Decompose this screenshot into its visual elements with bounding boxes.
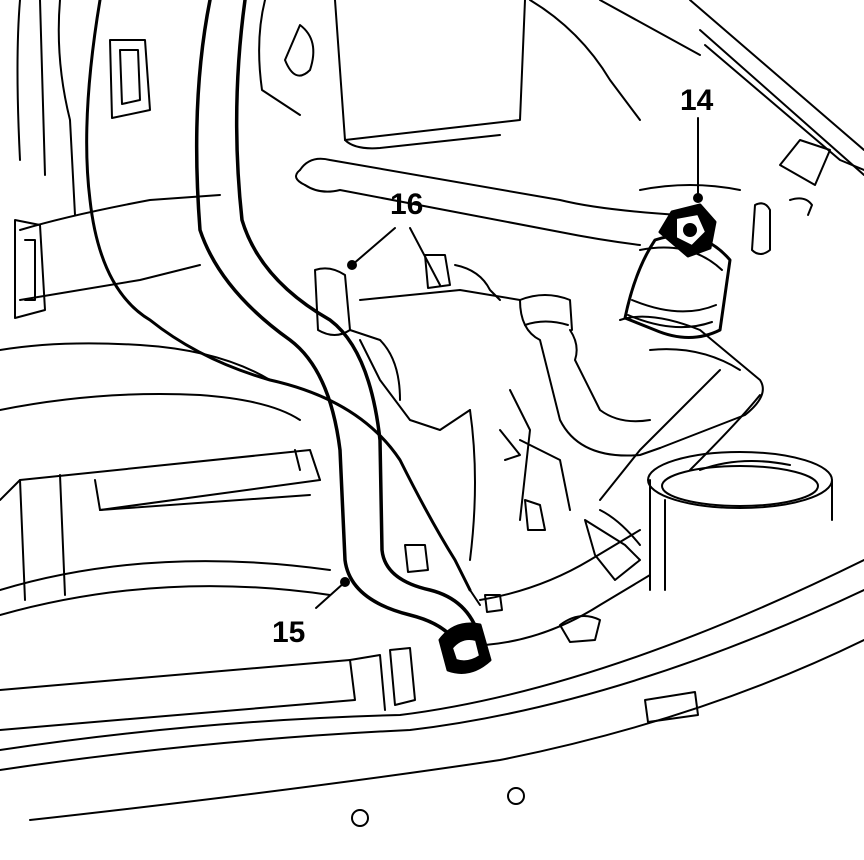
- engine-block: [359, 289, 571, 613]
- wire-loom: [85, 0, 481, 606]
- bracket-16: [314, 254, 501, 431]
- leader-lines: [315, 117, 703, 609]
- callout-15: 15: [272, 616, 306, 649]
- left-hose: [14, 0, 221, 319]
- lower-right-hose: [479, 529, 651, 646]
- callout-14: 14: [680, 84, 714, 117]
- lower-panels: [0, 342, 864, 821]
- hose-clamp-14: [623, 203, 732, 339]
- callout-16: 16: [390, 188, 424, 221]
- main-hose-15: [194, 0, 492, 674]
- holes: [351, 691, 699, 827]
- right-slanted-hose: [584, 369, 761, 581]
- engine-cover: [258, 0, 701, 150]
- reservoir-cylinder: [647, 451, 833, 591]
- upper-coolant-hose: [295, 157, 681, 246]
- top-right-frame: [639, 0, 864, 255]
- elbow-hose: [519, 294, 764, 457]
